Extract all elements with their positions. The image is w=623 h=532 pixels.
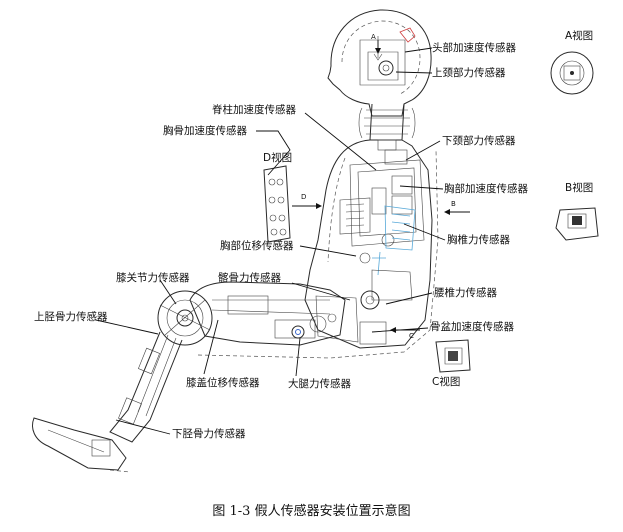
label-iliac-force-sensor: 髂骨力传感器 [218,272,281,284]
torso-outline [304,139,433,349]
label-chest-displacement-sensor: 胸部位移传感器 [220,240,294,252]
label-lower-tibia-force-sensor: 下胫骨力传感器 [172,428,246,440]
head-outline [327,9,432,117]
view-b-detail [555,207,599,241]
thigh-outline [189,281,346,346]
label-lower-neck-force-sensor: 下颈部力传感器 [442,135,516,147]
view-b-title: B视图 [565,182,594,194]
view-d-title: D视图 [263,152,293,164]
label-upper-neck-force-sensor: 上颈部力传感器 [432,67,506,79]
label-upper-tibia-force-sensor: 上胫骨力传感器 [34,311,108,323]
label-knee-joint-force-sensor: 膝关节力传感器 [116,272,190,284]
label-sternum-accel-sensor: 胸骨加速度传感器 [163,125,247,137]
view-c-title: C视图 [432,376,461,388]
foot-outline [32,417,127,471]
view-a-title: A视图 [565,30,594,42]
leader-lines [95,47,446,435]
view-a-detail [550,51,594,95]
label-head-accel-sensor: 头部加速度传感器 [432,42,516,54]
knee-outline [157,290,213,346]
direction-letter-c: C [409,332,414,340]
label-pelvis-accel-sensor: 骨盆加速度传感器 [430,321,514,333]
figure-caption: 图 1-3 假人传感器安装位置示意图 [212,504,411,519]
lower-leg-outline [109,331,183,443]
label-femur-force-sensor: 大腿力传感器 [288,378,351,390]
direction-letter-b: B [451,200,456,208]
label-knee-displacement-sensor: 膝盖位移传感器 [186,377,260,389]
label-lumbar-spine-force-sensor: 腰椎力传感器 [434,287,497,299]
view-d-detail [263,165,291,243]
seat-outline [109,149,439,473]
label-spine-accel-sensor: 脊柱加速度传感器 [212,104,296,116]
label-chest-accel-sensor: 胸部加速度传感器 [444,183,528,195]
label-thoracic-spine-force-sensor: 胸椎力传感器 [447,234,510,246]
direction-letter-d: D [301,193,307,201]
view-c-detail [435,339,471,373]
direction-letter-a: A [371,33,376,41]
